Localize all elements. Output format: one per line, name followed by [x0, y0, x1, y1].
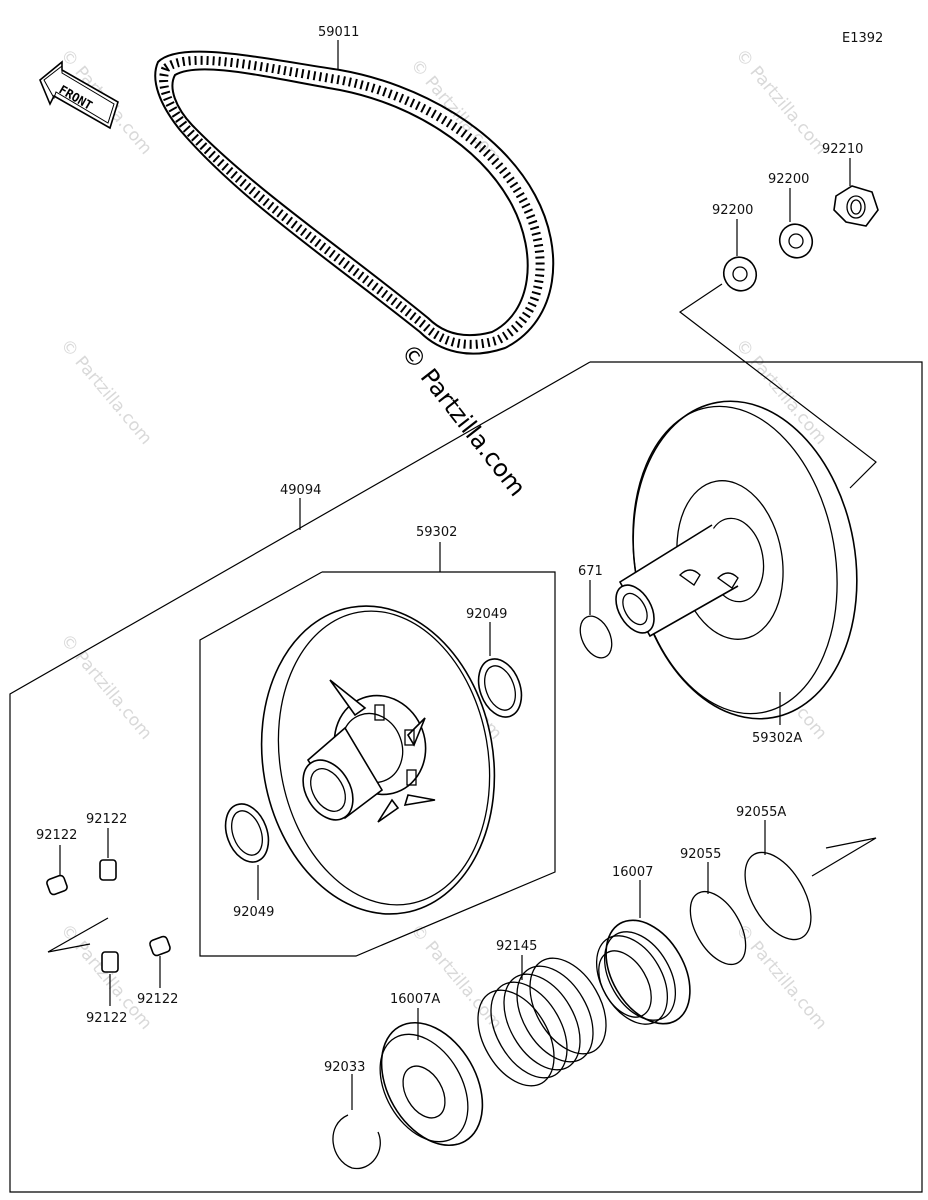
assembly-line [47, 917, 109, 953]
part-label-slider-4: 92122 [86, 1011, 127, 1026]
assembly-line [678, 283, 877, 489]
circlip-part [332, 1114, 381, 1170]
watermark: © Partzilla.com [731, 920, 831, 1033]
o-ring-part [689, 891, 747, 965]
part-label-bushing-upper: 92049 [466, 607, 507, 622]
part-label-nut: 92210 [822, 142, 863, 157]
part-label-slider-2: 92122 [86, 812, 127, 827]
seat-part [379, 1021, 484, 1147]
part-label-slider-1: 92122 [36, 828, 77, 843]
part-label-pulley-assy: 49094 [280, 483, 321, 498]
assembly-line [811, 837, 877, 877]
part-label-washer-b: 92200 [768, 172, 809, 187]
diagram-code: E1392 [842, 31, 883, 46]
sheave-box [199, 571, 556, 957]
watermark: © Partzilla.com [731, 45, 831, 158]
front-arrow-icon: FRONT [39, 60, 119, 130]
movable-sheave [260, 605, 496, 915]
part-label-cam: 16007 [612, 865, 653, 880]
bushing-part [477, 658, 523, 718]
part-label-oring-671: 671 [578, 564, 603, 579]
part-label-oring-92055a: 92055A [736, 805, 786, 820]
fixed-sheave [615, 400, 858, 720]
cam-part [595, 919, 691, 1025]
part-label-circlip: 92033 [324, 1060, 365, 1075]
watermark: © Partzilla.com [56, 630, 156, 743]
part-label-washer-a: 92200 [712, 203, 753, 218]
drive-belt [154, 50, 555, 355]
o-ring-part [744, 851, 812, 941]
assembly-outline [296, 361, 923, 1193]
slider-part [46, 859, 171, 973]
part-label-fixed-sheave: 59302A [752, 731, 802, 746]
washer-part [722, 256, 758, 292]
part-label-seat: 16007A [390, 992, 440, 1007]
part-label-bushing-lower: 92049 [233, 905, 274, 920]
part-label-oring-92055: 92055 [680, 847, 721, 862]
watermark-main: © Partzilla.com [395, 338, 531, 501]
part-label-slider-3: 92122 [137, 992, 178, 1007]
part-label-spring: 92145 [496, 939, 537, 954]
nut-part [833, 185, 879, 227]
washer-part [778, 223, 814, 259]
part-label-belt: 59011 [318, 25, 359, 40]
o-ring-part [579, 615, 613, 659]
spring-part [477, 957, 607, 1087]
watermark: © Partzilla.com [56, 335, 156, 448]
bushing-part [224, 803, 270, 863]
assembly-line [47, 943, 91, 953]
part-label-movable-sheave: 59302 [416, 525, 457, 540]
